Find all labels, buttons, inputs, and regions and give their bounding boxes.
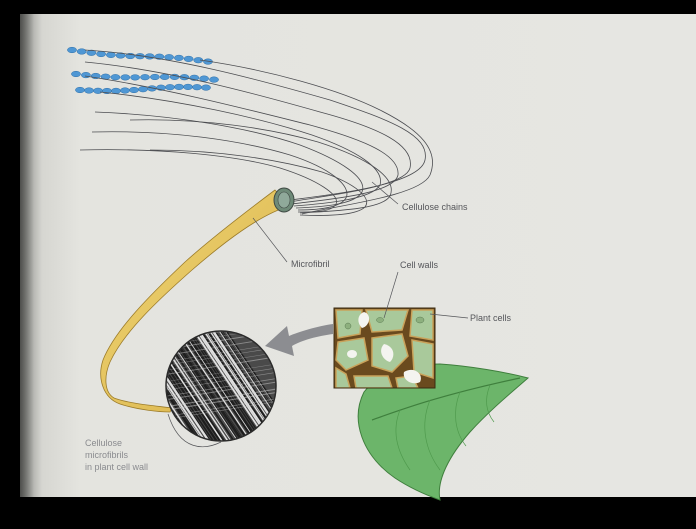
micrograph-fibre <box>160 292 285 312</box>
micrograph-fibre <box>83 330 163 450</box>
glucose-bead <box>160 74 169 80</box>
glucose-bead <box>165 84 174 90</box>
micrograph-fibre <box>87 330 167 450</box>
glucose-bead <box>84 88 93 94</box>
caption-line-1: Cellulose <box>85 438 122 448</box>
glucose-bead <box>75 87 84 93</box>
glucose-bead <box>106 52 115 58</box>
label-cell-walls: Cell walls <box>400 260 439 270</box>
label-plant-cells: Plant cells <box>470 313 512 323</box>
glucose-bead <box>93 88 102 94</box>
magnify-arrow <box>265 324 333 356</box>
glucose-bead <box>111 74 120 80</box>
micrograph-fibre <box>90 330 170 450</box>
caption-block: Cellulose microfibrils in plant cell wal… <box>85 438 148 472</box>
glucose-bead <box>201 85 210 91</box>
glucose-bead <box>97 51 106 57</box>
micrograph-fibre <box>160 301 285 321</box>
glucose-bead <box>120 88 129 94</box>
caption-line-2: microfibrils <box>85 450 129 460</box>
micrograph-fibre <box>160 298 285 318</box>
plant-cell-tissue <box>334 308 435 388</box>
glucose-bead <box>111 88 120 94</box>
glucose-bead <box>174 55 183 61</box>
glucose-bead <box>138 86 147 92</box>
micrograph-fibre <box>160 310 285 330</box>
micrograph-fibre <box>160 308 285 328</box>
microfibril-micrograph <box>81 281 306 450</box>
micrograph-fibre <box>160 286 285 306</box>
glucose-bead <box>174 84 183 90</box>
glucose-bead <box>67 47 76 53</box>
glucose-chain-beads <box>67 47 218 94</box>
glucose-bead <box>209 77 218 83</box>
glucose-bead <box>71 71 80 77</box>
glucose-bead <box>129 87 138 93</box>
glucose-bead <box>192 84 201 90</box>
glucose-bead <box>81 72 90 78</box>
label-microfibril: Microfibril <box>291 259 330 269</box>
glucose-bead <box>121 75 130 81</box>
caption-line-3: in plant cell wall <box>85 462 148 472</box>
glucose-bead <box>77 49 86 55</box>
label-cellulose-chains: Cellulose chains <box>402 202 468 212</box>
glucose-bead <box>140 74 149 80</box>
glucose-bead <box>150 74 159 80</box>
micrograph-fibre <box>81 330 161 450</box>
glucose-bead <box>131 75 140 81</box>
glucose-bead <box>183 84 192 90</box>
micrograph-fibre <box>84 330 164 450</box>
micrograph-fibre <box>91 330 171 450</box>
glucose-bead <box>200 76 209 82</box>
micrograph-fibre <box>160 281 285 301</box>
glucose-bead <box>165 54 174 60</box>
glucose-bead <box>184 56 193 62</box>
